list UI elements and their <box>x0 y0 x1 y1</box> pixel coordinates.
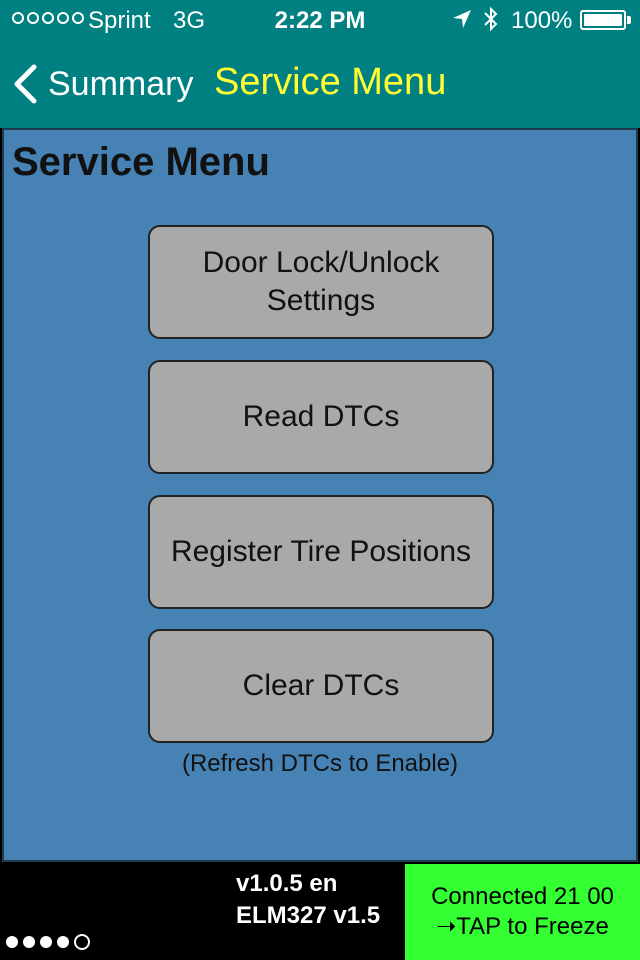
register-tire-positions-button[interactable]: Register Tire Positions <box>148 495 494 609</box>
back-button-label: Summary <box>48 64 194 103</box>
service-menu-panel: Service Menu Door Lock/Unlock Settings R… <box>2 128 638 862</box>
connection-action: ➝TAP to Freeze <box>436 913 609 940</box>
battery-icon <box>580 10 626 30</box>
clear-dtcs-button[interactable]: Clear DTCs <box>148 629 494 743</box>
network-type: 3G <box>173 7 206 34</box>
navigation-bar: Summary Service Menu <box>0 40 640 128</box>
battery-tip <box>627 16 631 24</box>
location-arrow-icon <box>453 10 471 28</box>
page-dot <box>40 936 52 948</box>
connection-status-button[interactable]: Connected 21 00 ➝TAP to Freeze <box>405 864 640 960</box>
button-label: Clear DTCs <box>242 669 400 702</box>
page-title: Service Menu <box>12 140 270 184</box>
clear-dtcs-hint: (Refresh DTCs to Enable) <box>181 750 459 777</box>
bluetooth-icon <box>484 6 498 32</box>
button-label-line: Settings <box>266 284 376 317</box>
signal-dot <box>72 12 84 24</box>
app-version: v1.0.5 en <box>236 870 338 897</box>
page-dot <box>23 936 35 948</box>
button-label: Register Tire Positions <box>170 535 472 568</box>
status-bar: Sprint 3G 2:22 PM 100% <box>0 0 640 40</box>
button-label: Door Lock/Unlock Settings <box>203 244 440 320</box>
page-dot <box>6 936 18 948</box>
read-dtcs-button[interactable]: Read DTCs <box>148 360 494 474</box>
button-label: Read DTCs <box>242 400 400 433</box>
signal-dot <box>27 12 39 24</box>
status-time: 2:22 PM <box>274 7 366 34</box>
battery-percent: 100% <box>511 7 573 34</box>
signal-dot <box>42 12 54 24</box>
signal-dot <box>57 12 69 24</box>
back-button[interactable]: Summary <box>12 60 193 108</box>
page-dot-current <box>74 934 90 950</box>
signal-strength-icon <box>12 12 84 24</box>
version-info: v1.0.5 en ELM327 v1.5 <box>236 868 380 932</box>
chevron-left-icon <box>14 64 37 104</box>
adapter-version: ELM327 v1.5 <box>236 902 381 929</box>
carrier-name: Sprint <box>88 7 151 34</box>
page-indicator[interactable] <box>6 934 90 950</box>
button-label-line: Door Lock/Unlock <box>202 246 440 279</box>
nav-title: Service Menu <box>214 61 447 103</box>
door-lock-settings-button[interactable]: Door Lock/Unlock Settings <box>148 225 494 339</box>
header-area: Sprint 3G 2:22 PM 100% Summary Service M… <box>0 0 640 128</box>
battery-level <box>584 14 622 26</box>
page-dot <box>57 936 69 948</box>
signal-dot <box>12 12 24 24</box>
footer-bar: v1.0.5 en ELM327 v1.5 Connected 21 00 ➝T… <box>0 862 640 960</box>
connection-status: Connected 21 00 <box>431 883 614 910</box>
